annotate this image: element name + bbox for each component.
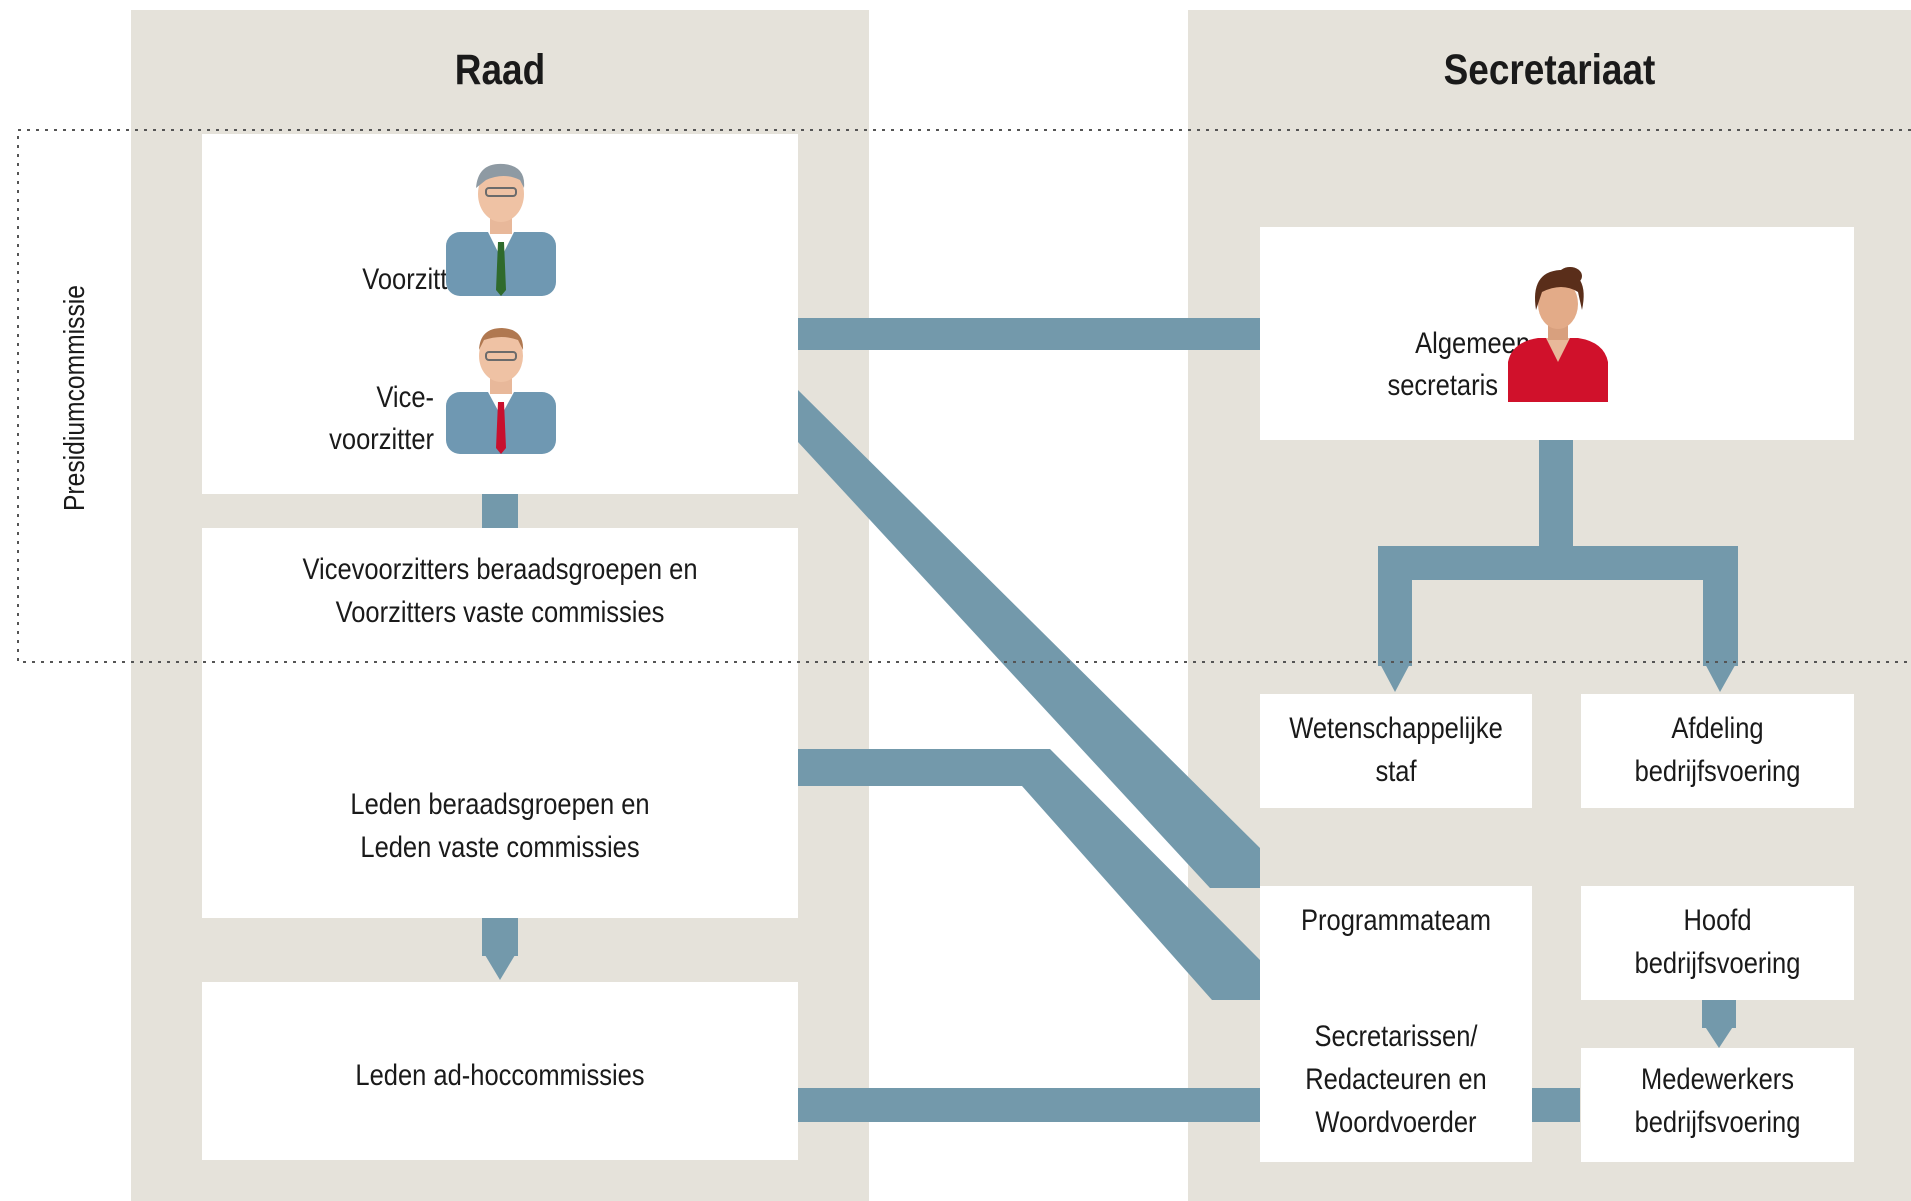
leden-box: [202, 662, 798, 918]
connector-branch-left: [1378, 546, 1412, 666]
secretariaat-heading: Secretariaat: [1443, 46, 1656, 94]
wetenschappelijke-staf-box: [1260, 694, 1532, 808]
vice-label-line2: voorzitter: [329, 423, 434, 456]
connector-presidium-programmateam: [798, 390, 1260, 888]
connector-leden-programmateam: [798, 749, 1260, 1000]
connector-raad-top-vice: [482, 494, 518, 528]
afdeling-line1: Afdeling: [1671, 712, 1764, 745]
arrow-to-afdeling: [1703, 660, 1738, 692]
secretarissen-line3: Woordvoerder: [1315, 1106, 1477, 1139]
raad-heading: Raad: [454, 46, 546, 94]
adhoc-box: [202, 982, 798, 1160]
secretarissen-line1: Secretarissen/: [1314, 1020, 1478, 1053]
algemeen-secretaris-person-icon: [1508, 267, 1608, 402]
arrow-to-wetenschappelijke: [1378, 660, 1412, 692]
hoofd-line1: Hoofd: [1683, 904, 1752, 937]
vicevoorzitters-line1: Vicevoorzitters beraadsgroepen en: [302, 553, 698, 586]
connector-algemeen-branch: [1378, 546, 1738, 580]
wetenschappelijke-line1: Wetenschappelijke: [1289, 712, 1503, 745]
adhoc-label: Leden ad-hoccommissies: [355, 1059, 645, 1092]
algemeen-line1: Algemeen: [1415, 327, 1530, 360]
hoofd-bedrijfsvoering-box: [1581, 886, 1854, 1000]
hoofd-line2: bedrijfsvoering: [1634, 947, 1801, 980]
connector-voorzitter-algemeen: [798, 318, 1260, 350]
wetenschappelijke-line2: staf: [1375, 755, 1417, 788]
voorzitter-person-icon: [446, 163, 556, 296]
secretarissen-line2: Redacteuren en: [1305, 1063, 1487, 1096]
leden-line1: Leden beraadsgroepen en: [350, 788, 650, 821]
vicevoorzitter-person-icon: [446, 328, 556, 454]
afdeling-line2: bedrijfsvoering: [1634, 755, 1801, 788]
medewerkers-bedrijfsvoering-box: [1581, 1048, 1854, 1162]
afdeling-bedrijfsvoering-box: [1581, 694, 1854, 808]
vicevoorzitters-line2: Voorzitters vaste commissies: [335, 596, 665, 629]
algemeen-line2: secretaris: [1387, 369, 1498, 402]
medewerkers-line1: Medewerkers: [1640, 1063, 1795, 1096]
arrow-leden-adhoc: [482, 950, 518, 980]
connector-branch-right: [1703, 546, 1738, 666]
connector-adhoc-secretarissen: [798, 1088, 1260, 1122]
vice-label-line1: Vice-: [376, 381, 434, 414]
connector-algemeen-down: [1539, 440, 1573, 550]
presidium-label: Presidiumcommissie: [59, 285, 91, 512]
connector-leden-adhoc: [482, 918, 518, 956]
programmateam-box: [1260, 886, 1532, 1162]
programmateam-label: Programmateam: [1301, 904, 1491, 937]
arrow-to-medewerkers: [1702, 1022, 1736, 1048]
voorzitter-label: Voorzitter: [362, 263, 470, 296]
leden-line2: Leden vaste commissies: [360, 831, 640, 864]
connector-secretarissen-medewerkers: [1530, 1088, 1580, 1122]
medewerkers-line2: bedrijfsvoering: [1634, 1106, 1801, 1139]
